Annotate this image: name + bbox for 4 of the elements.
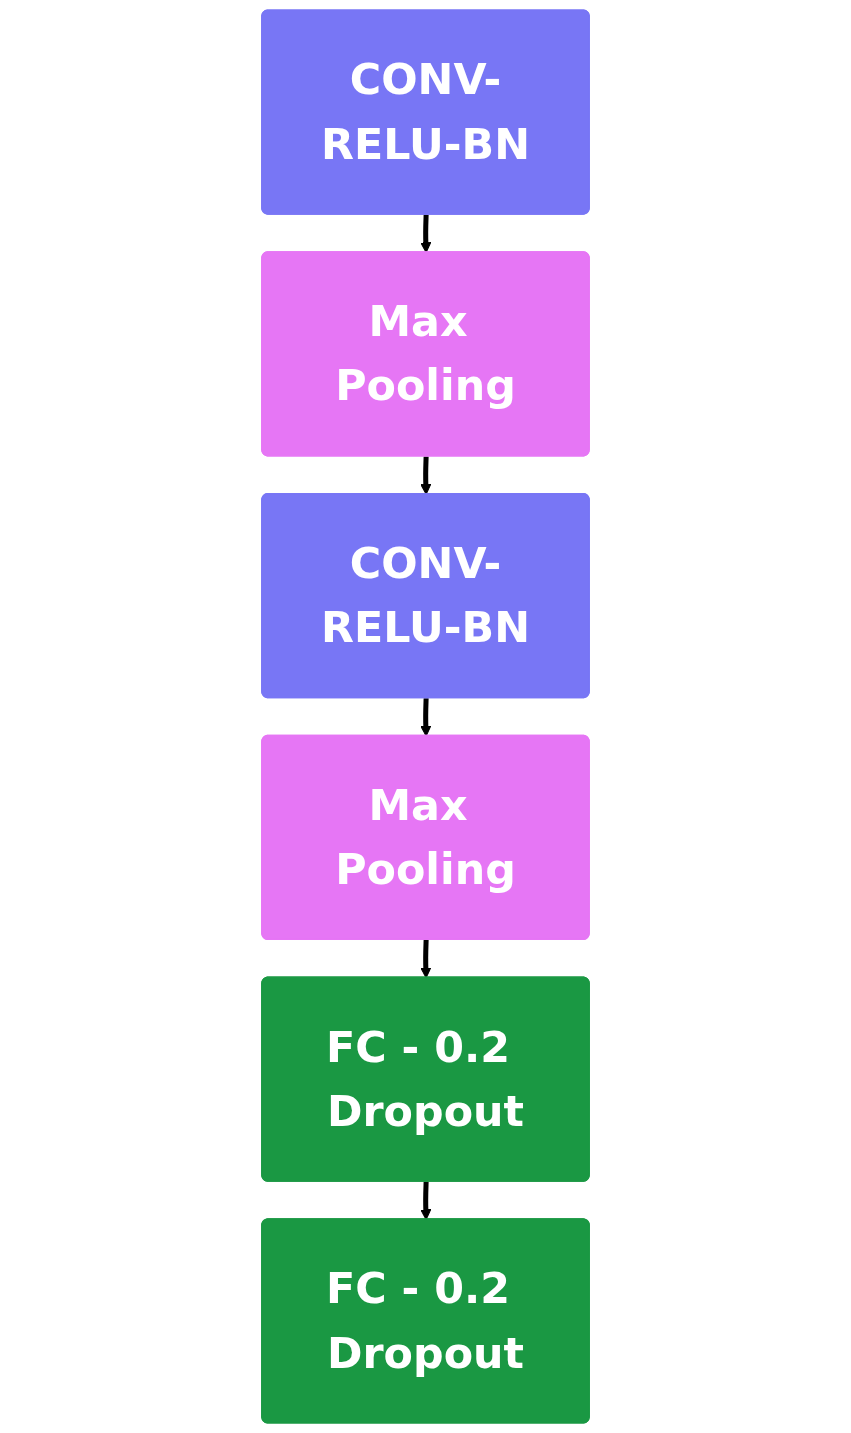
arrow: [420, 214, 432, 253]
arrow: [420, 456, 432, 495]
arrow: [420, 698, 432, 737]
arrow: [420, 939, 432, 979]
